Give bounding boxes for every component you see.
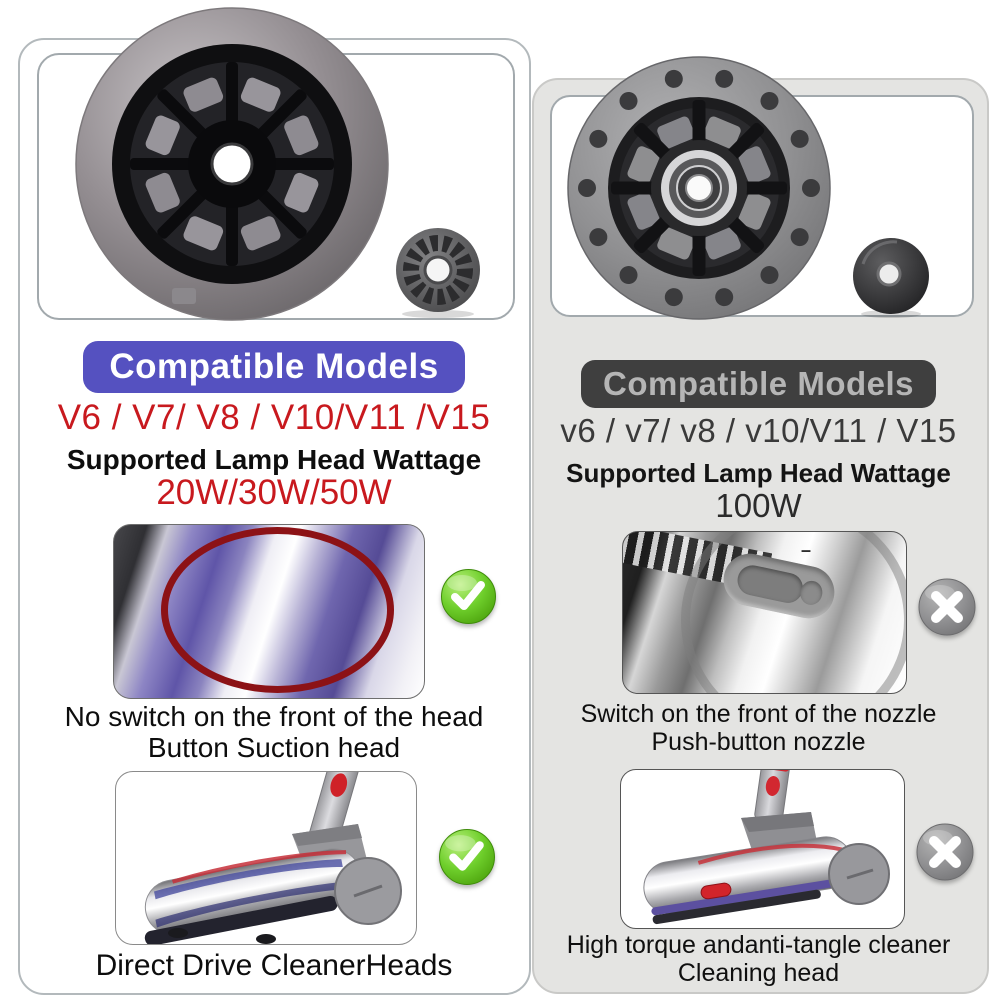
right-feature2-line1: High torque andanti-tangle cleaner: [566, 931, 951, 959]
right-badge-row: Compatible Models: [532, 360, 985, 408]
right-cleaner-head-photo: [620, 769, 905, 929]
left-feature2-caption: Direct Drive CleanerHeads: [95, 949, 453, 982]
check-icon: [439, 829, 495, 885]
check-icon: [441, 569, 496, 624]
right-feature1-caption: Switch on the front of the nozzle Push-b…: [532, 700, 985, 756]
right-feature1-line1: Switch on the front of the nozzle: [580, 700, 937, 728]
left-wattage-label: Supported Lamp Head Wattage: [66, 444, 482, 475]
cross-icon: [916, 823, 974, 881]
left-endcap-wheel-photo: [75, 7, 389, 321]
left-feature1-line1: No switch on the front of the head: [64, 701, 484, 732]
right-feature2-line2: Cleaning head: [677, 959, 840, 987]
right-hub-wheel-photo: [567, 56, 831, 320]
right-wattage-value: 100W: [715, 487, 802, 524]
left-compatible-models-badge: Compatible Models: [83, 341, 465, 393]
right-wattage-label: Supported Lamp Head Wattage: [566, 458, 951, 488]
left-cleaner-head-photo: [115, 771, 417, 945]
no-switch-highlight-ring: [161, 527, 394, 693]
left-models-list: V6 / V7/ V8 / V10/V11 /V15: [57, 398, 491, 437]
left-feature1-caption: No switch on the front of the head Butto…: [18, 701, 530, 763]
left-feature1-line2: Button Suction head: [147, 732, 401, 763]
left-wattage-value: 20W/30W/50W: [156, 473, 392, 512]
left-small-roller-photo: [396, 228, 480, 318]
left-no-switch-photo: [113, 524, 425, 699]
right-compatible-models-badge: Compatible Models: [580, 360, 937, 408]
right-feature1-line2: Push-button nozzle: [651, 728, 866, 756]
right-feature2-caption: High torque andanti-tangle cleaner Clean…: [532, 931, 985, 987]
left-badge-row: Compatible Models: [18, 341, 530, 393]
switch-highlight-ring: [681, 532, 906, 693]
right-models-list: v6 / v7/ v8 / v10/V11 / V15: [560, 412, 957, 449]
cross-icon: [918, 578, 976, 636]
right-small-cap-photo: [853, 238, 929, 318]
right-switch-photo: + ▼ –: [622, 531, 907, 694]
